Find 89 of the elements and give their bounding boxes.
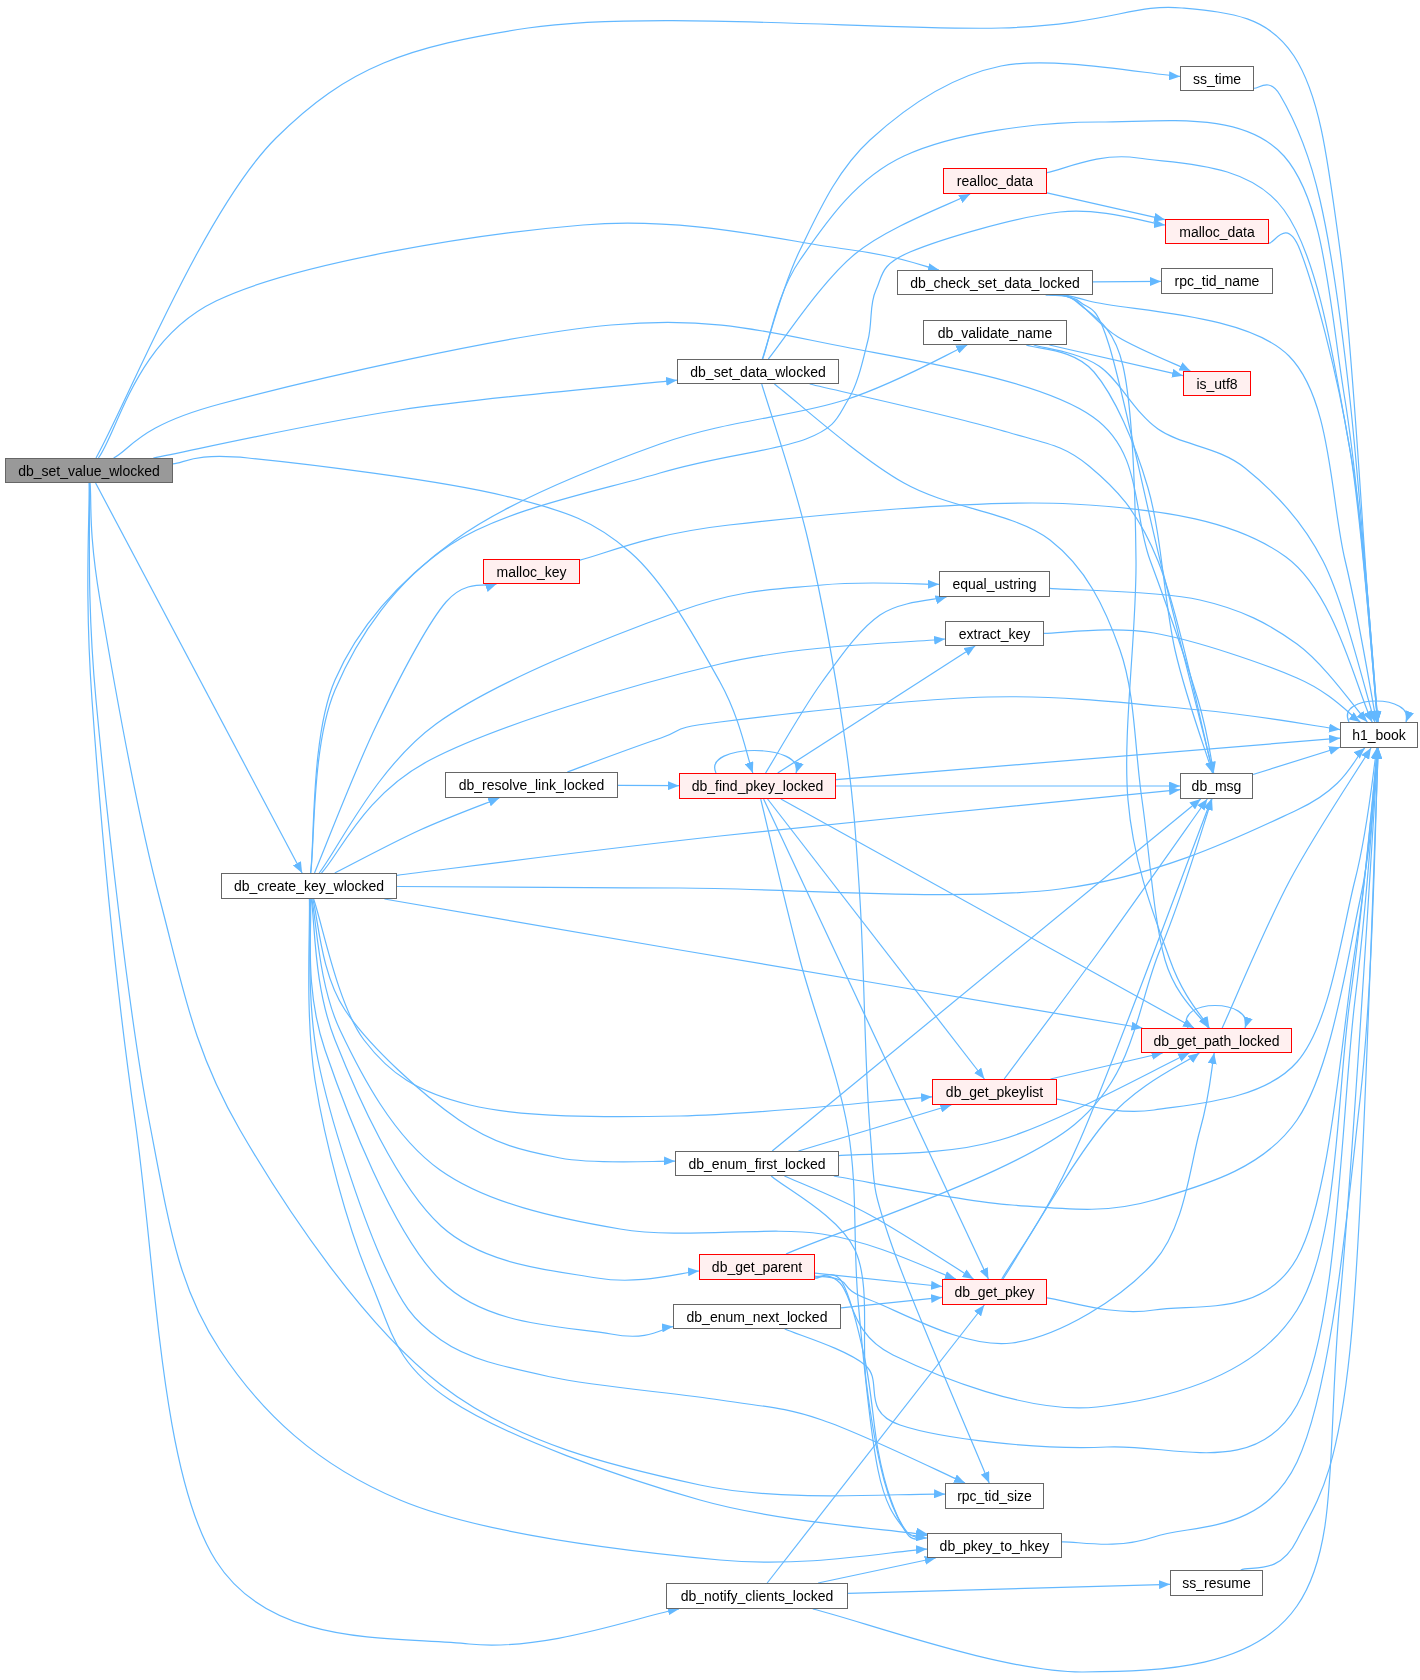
function-node: db_msg — [1180, 773, 1253, 799]
call-arrow — [760, 798, 928, 1539]
call-arrow — [310, 210, 1166, 874]
call-arrow — [1033, 344, 1376, 723]
call-arrow — [763, 798, 989, 1280]
call-arrow — [817, 1555, 937, 1584]
call-arrow — [312, 898, 676, 1166]
function-node: db_find_pkey_locked — [679, 773, 836, 799]
call-arrow — [1001, 798, 1213, 1280]
call-arrow — [840, 1294, 943, 1309]
call-arrow — [566, 696, 1341, 773]
function-node: rpc_tid_name — [1161, 268, 1273, 294]
function-node: db_set_data_wlocked — [677, 359, 839, 384]
call-arrow — [814, 1273, 928, 1543]
call-arrow — [1268, 232, 1382, 723]
call-arrow — [761, 62, 1181, 360]
function-node: h1_book — [1340, 722, 1418, 748]
call-arrow — [318, 579, 940, 874]
function-node: equal_ustring — [939, 571, 1050, 597]
call-arrow — [814, 1272, 943, 1290]
function-node: db_enum_next_locked — [673, 1304, 841, 1329]
call-arrow — [95, 482, 303, 874]
call-arrow — [310, 898, 700, 1281]
call-arrow — [311, 898, 957, 1280]
call-arrow — [313, 582, 498, 874]
call-arrow — [767, 798, 985, 1080]
function-node: db_get_pkey — [942, 1279, 1047, 1305]
call-arrow — [765, 594, 948, 774]
function-node: db_resolve_link_locked — [445, 772, 618, 798]
call-arrow — [1046, 192, 1166, 222]
function-node: db_get_parent — [699, 1254, 815, 1280]
highlighted-function-node: db_set_value_wlocked — [5, 458, 173, 483]
call-arrow — [797, 1103, 952, 1152]
function-node: db_check_set_data_locked — [897, 270, 1093, 295]
call-arrow — [579, 502, 1373, 723]
call-arrow — [1003, 798, 1208, 1080]
call-arrow — [97, 222, 940, 459]
self-call-arrow — [1185, 1004, 1251, 1029]
function-node: rpc_tid_size — [945, 1483, 1044, 1509]
call-arrow — [1043, 629, 1361, 723]
function-node: db_create_key_wlocked — [221, 873, 397, 899]
call-arrow — [152, 376, 678, 459]
call-arrow — [761, 383, 990, 1484]
call-arrow — [1252, 746, 1341, 776]
function-node: db_notify_clients_locked — [666, 1583, 848, 1609]
call-arrow — [770, 1175, 928, 1540]
self-call-arrow — [1346, 700, 1412, 723]
function-node: db_pkey_to_hkey — [927, 1533, 1062, 1558]
call-arrow — [309, 898, 674, 1337]
call-arrow — [780, 798, 1195, 1029]
function-node: db_enum_first_locked — [675, 1151, 839, 1176]
call-arrow — [1092, 276, 1162, 286]
call-arrow — [320, 635, 946, 874]
call-arrow — [773, 383, 1210, 1029]
call-arrow — [767, 193, 971, 360]
function-node: db_get_pkeylist — [932, 1079, 1057, 1105]
function-node: is_utf8 — [1183, 371, 1251, 396]
function-node: db_validate_name — [923, 320, 1067, 345]
call-arrow — [87, 482, 680, 1646]
call-arrow — [777, 645, 976, 774]
function-node: realloc_data — [943, 168, 1047, 194]
call-arrow — [1240, 747, 1383, 1571]
call-arrow — [766, 1304, 985, 1584]
call-arrow — [783, 1175, 975, 1280]
call-arrow — [847, 1580, 1171, 1594]
call-arrow — [313, 898, 933, 1118]
call-arrow — [835, 781, 1181, 791]
function-node: ss_time — [1180, 66, 1254, 91]
call-arrow — [835, 734, 1341, 781]
call-arrow — [1025, 344, 1214, 774]
call-arrow — [838, 1052, 1190, 1157]
call-arrow — [334, 797, 500, 874]
function-node: malloc_key — [483, 559, 580, 584]
call-arrow — [771, 798, 1202, 1152]
call-arrow — [396, 786, 1181, 876]
call-arrow — [1221, 747, 1372, 1029]
call-arrow — [1049, 587, 1368, 723]
function-node: ss_resume — [1170, 1570, 1263, 1596]
function-node: extract_key — [945, 621, 1044, 646]
call-arrow — [1002, 1052, 1200, 1280]
call-arrow — [396, 747, 1366, 896]
call-arrow — [1056, 747, 1380, 1113]
function-node: db_get_path_locked — [1141, 1028, 1292, 1053]
function-node: malloc_data — [1165, 219, 1269, 244]
self-call-arrow — [714, 749, 801, 774]
call-arrow — [617, 781, 680, 791]
call-arrow — [814, 1052, 1217, 1345]
call-arrow — [1253, 84, 1382, 723]
call-arrow — [172, 455, 754, 774]
